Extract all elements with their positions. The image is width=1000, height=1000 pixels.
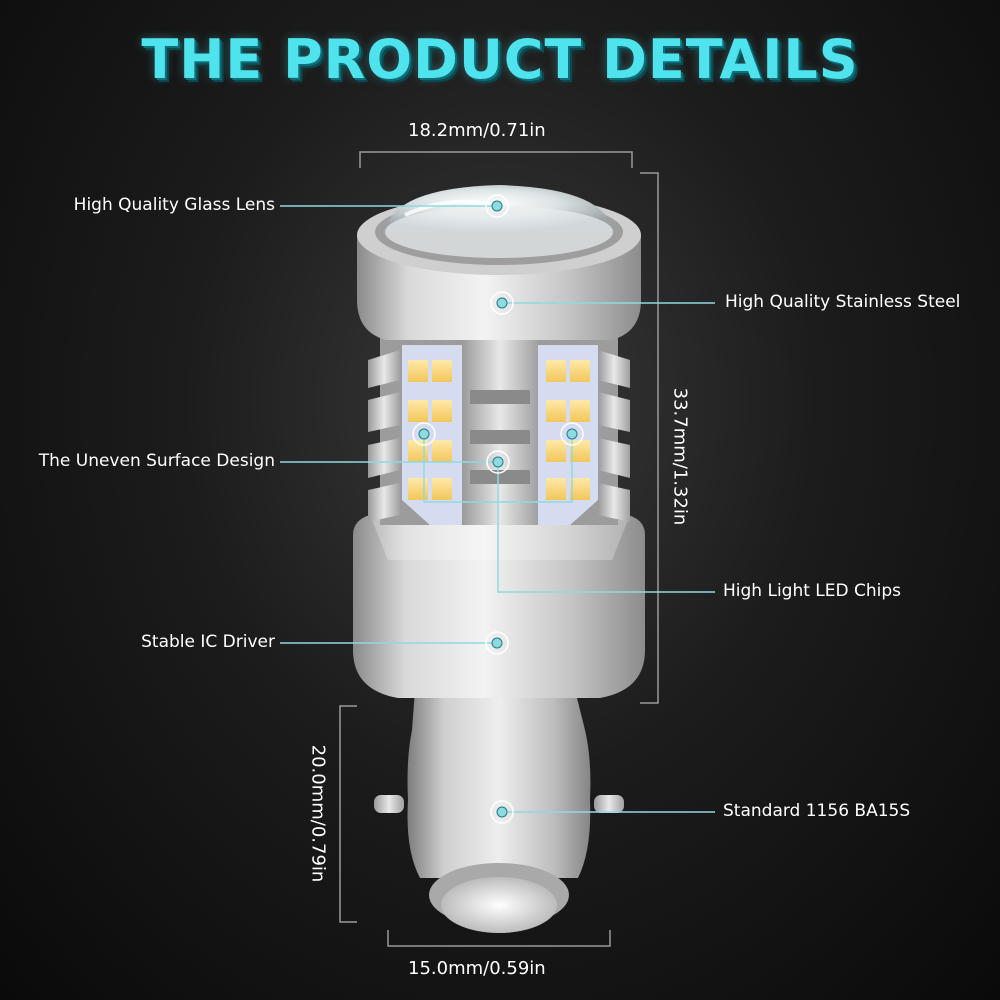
target-dot-icon (412, 194, 584, 824)
callout-glass-lens: High Quality Glass Lens (73, 195, 275, 215)
bulb-base (374, 690, 624, 933)
page-title: THE PRODUCT DETAILS (141, 28, 859, 91)
led-strip-left (402, 345, 462, 525)
callout-uneven-surface: The Uneven Surface Design (38, 451, 275, 471)
leader-lines (280, 205, 715, 813)
base-contact-tip (441, 877, 557, 933)
callout-stainless-steel: High Quality Stainless Steel (725, 292, 961, 312)
base-pin-left (374, 795, 404, 813)
base-pin-right (594, 795, 624, 813)
fin-section (368, 335, 630, 525)
glass-lens (385, 185, 613, 258)
dimension-body-height: 33.7mm/1.32in (669, 387, 691, 526)
driver-housing (353, 515, 645, 698)
dimension-top-width: 18.2mm/0.71in (408, 120, 546, 141)
callout-ic-driver: Stable IC Driver (141, 632, 275, 652)
dimension-base-width: 15.0mm/0.59in (408, 958, 546, 979)
callout-led-chips: High Light LED Chips (723, 581, 902, 601)
callout-standard-base: Standard 1156 BA15S (723, 801, 911, 821)
dimension-base-height: 20.0mm/0.79in (307, 744, 329, 883)
dimension-lines (339, 151, 659, 947)
